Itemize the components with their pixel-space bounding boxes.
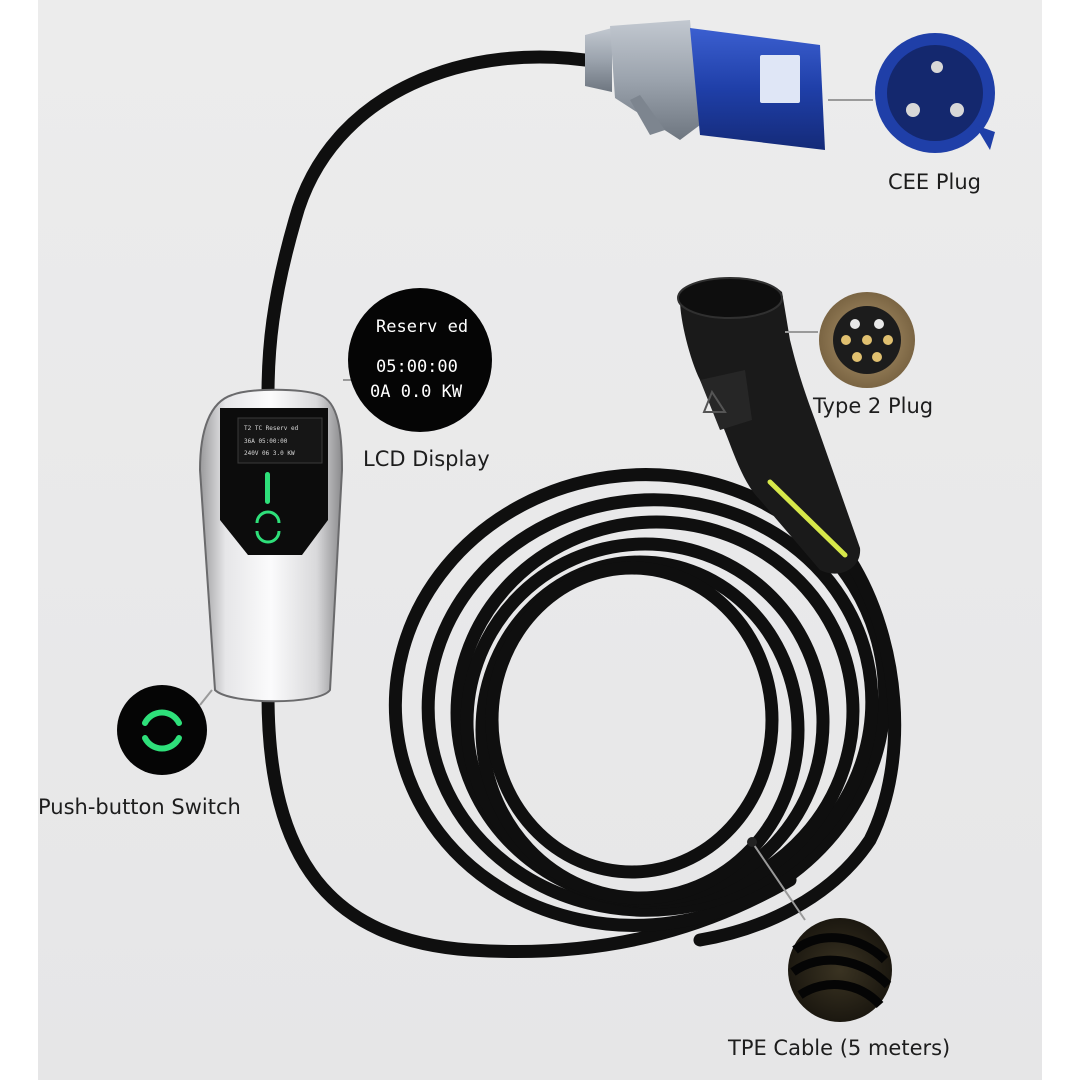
svg-text:36A 05:00:00: 36A 05:00:00: [244, 438, 288, 445]
cable: [261, 50, 902, 959]
lcd-zoom-line1: Reserv ed: [376, 317, 468, 337]
type2-plug: [677, 277, 915, 574]
type2-plug-label: Type 2 Plug: [813, 394, 934, 418]
supply-cable: [261, 50, 605, 402]
cee-plug: [585, 20, 995, 153]
coil-loop-1: [388, 468, 892, 932]
coil-loop-6: [485, 561, 779, 879]
right-border: [1042, 0, 1080, 1080]
lcd-zoom-line2: 05:00:00: [376, 357, 458, 377]
svg-text:240V 06 3.0 KW: 240V 06 3.0 KW: [244, 450, 295, 457]
tpe-cable-label: TPE Cable (5 meters): [728, 1036, 951, 1060]
push-button-zoom: [117, 685, 213, 775]
push-button-label: Push-button Switch: [38, 795, 241, 819]
control-box: T2 TC Reserv ed 36A 05:00:00 240V 06 3.0…: [198, 388, 344, 703]
cee-plug-label: CEE Plug: [888, 170, 982, 194]
lcd-display-label: LCD Display: [363, 447, 490, 471]
svg-text:T2 TC Reserv ed: T2 TC Reserv ed: [244, 425, 299, 432]
coil-loop-2: [421, 493, 879, 917]
type2-cable: [693, 553, 902, 947]
tpe-cable-zoom: [747, 837, 892, 1022]
lcd-zoom: Reserv ed 05:00:00 0A 0.0 KW: [343, 288, 492, 432]
left-border: [0, 0, 38, 1080]
lcd-zoom-line3: 0A 0.0 KW: [370, 382, 463, 402]
